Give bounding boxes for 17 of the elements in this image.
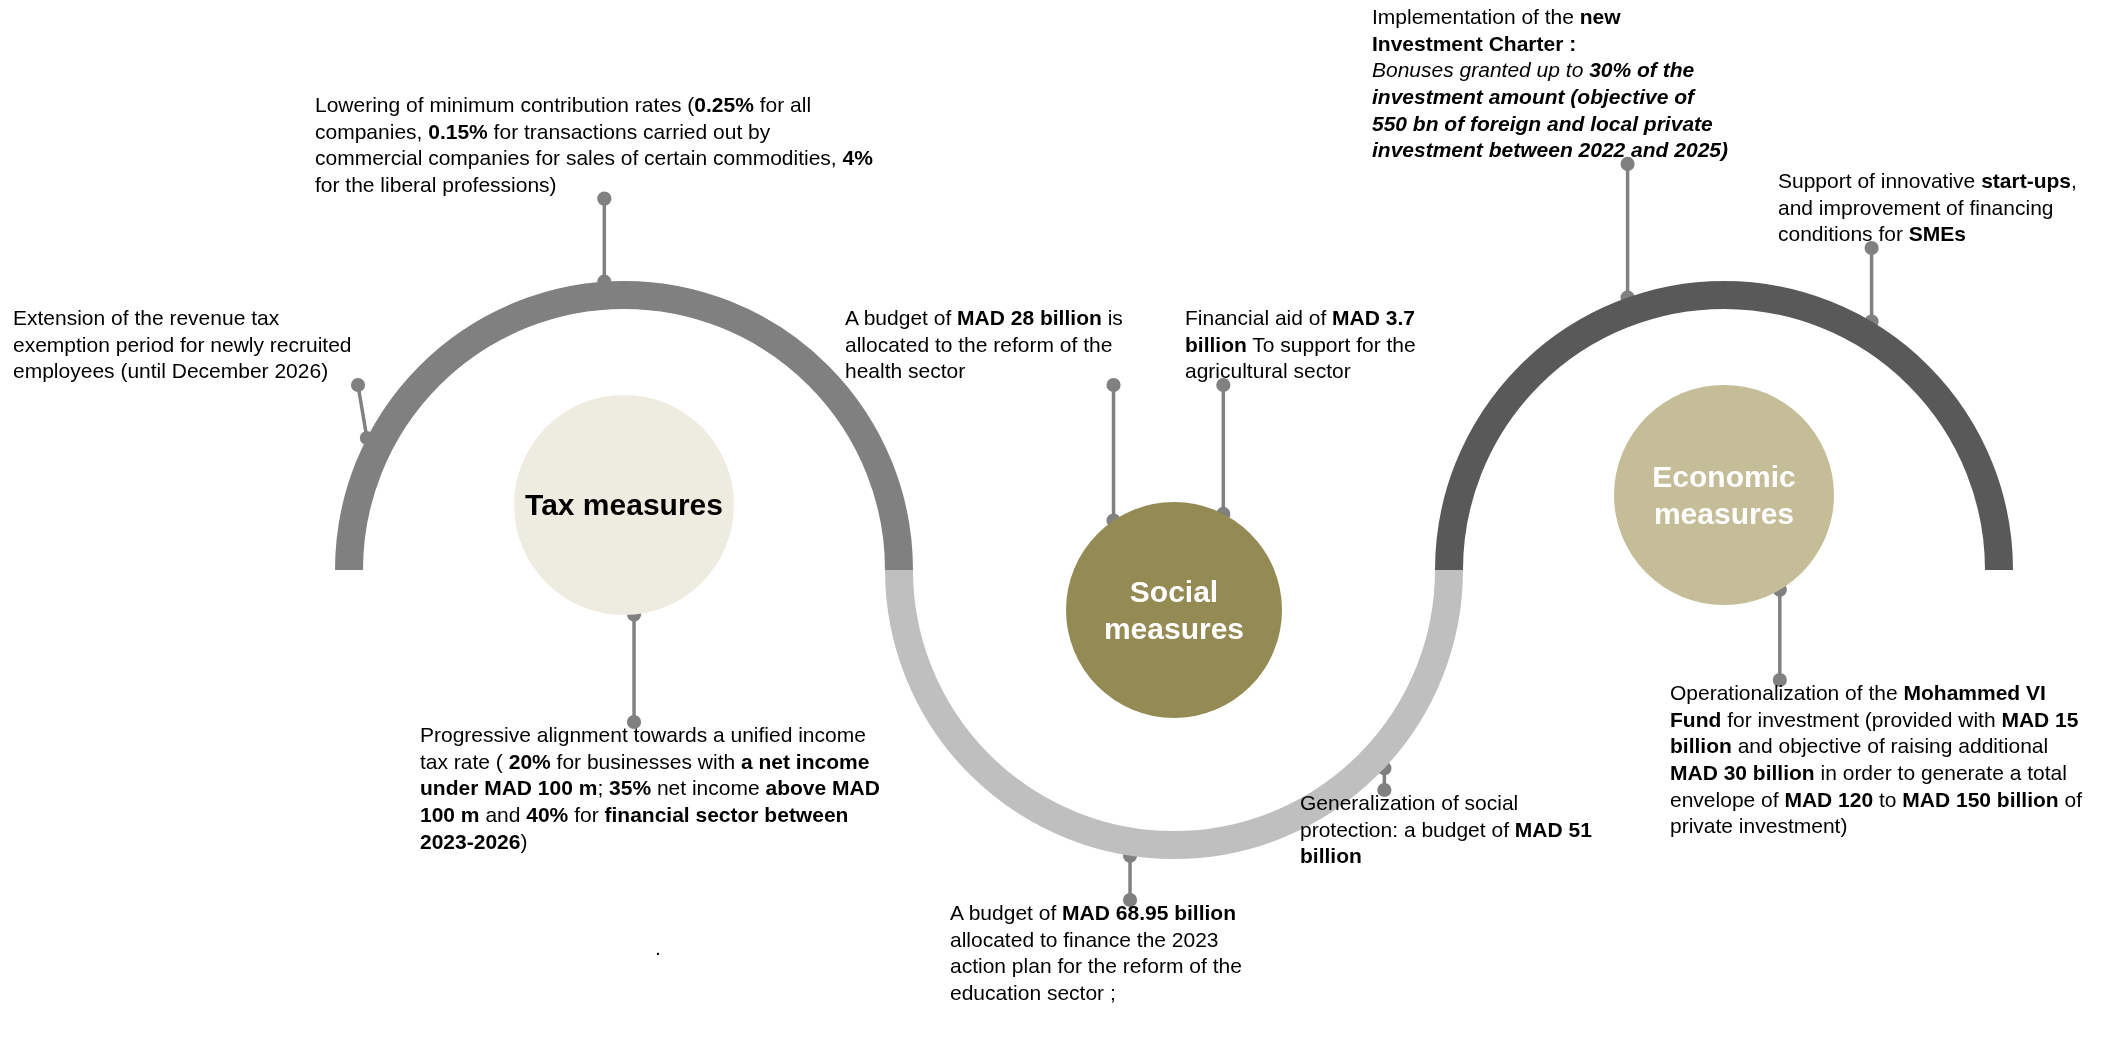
callout-text: Support of innovative start-ups, and improvement of financing conditions for SMEs <box>1778 168 2100 248</box>
callout-text: A budget of MAD 28 billion is allocated to the reform of the health sector <box>845 305 1145 385</box>
callout-text: Financial aid of MAD 3.7 billion To support for the agricultural sector <box>1185 305 1435 385</box>
callout-text: Operationalization of the Mohammed VI Fund for investment (provided with MAD 15 billion and objective of raising additional MAD 30 billion in order to generate a total envelope of MAD 120 to MAD 150 billion of private investment) <box>1670 680 2090 840</box>
callout-text: Progressive alignment towards a unified income tax rate ( 20% for businesses with a net income under MAD 100 m; 35% net income above MAD 100 m and 40% for financial sector between 2023-2026) <box>420 722 880 856</box>
category-circle: Tax measures <box>514 395 734 615</box>
category-circle: Economic measures <box>1614 385 1834 605</box>
callout-text: Lowering of minimum contribution rates (0.25% for all companies, 0.15% for transactions carried out by commercial companies for sales of certain commodities, 4% for the liberal professions) <box>315 92 875 199</box>
callout-text: Implementation of the new Investment Charter : <box>1372 4 1622 57</box>
leader-line <box>1377 761 1392 798</box>
dot-text: . <box>655 935 661 961</box>
arc-band <box>1435 281 2013 570</box>
callout-text: Generalization of social protection: a budget of MAD 51 billion <box>1300 790 1600 870</box>
category-circle: Social measures <box>1066 502 1282 718</box>
callout-text: Bonuses granted up to 30% of the investment amount (objective of 550 bn of foreign and local private investment between 2022 and 2025) <box>1372 57 1729 164</box>
callout-text: A budget of MAD 68.95 billion allocated to finance the 2023 action plan for the reform of the education sector ; <box>950 900 1280 1007</box>
callout-text: Extension of the revenue tax exemption period for newly recruited employees (until December 2026) <box>13 305 358 385</box>
